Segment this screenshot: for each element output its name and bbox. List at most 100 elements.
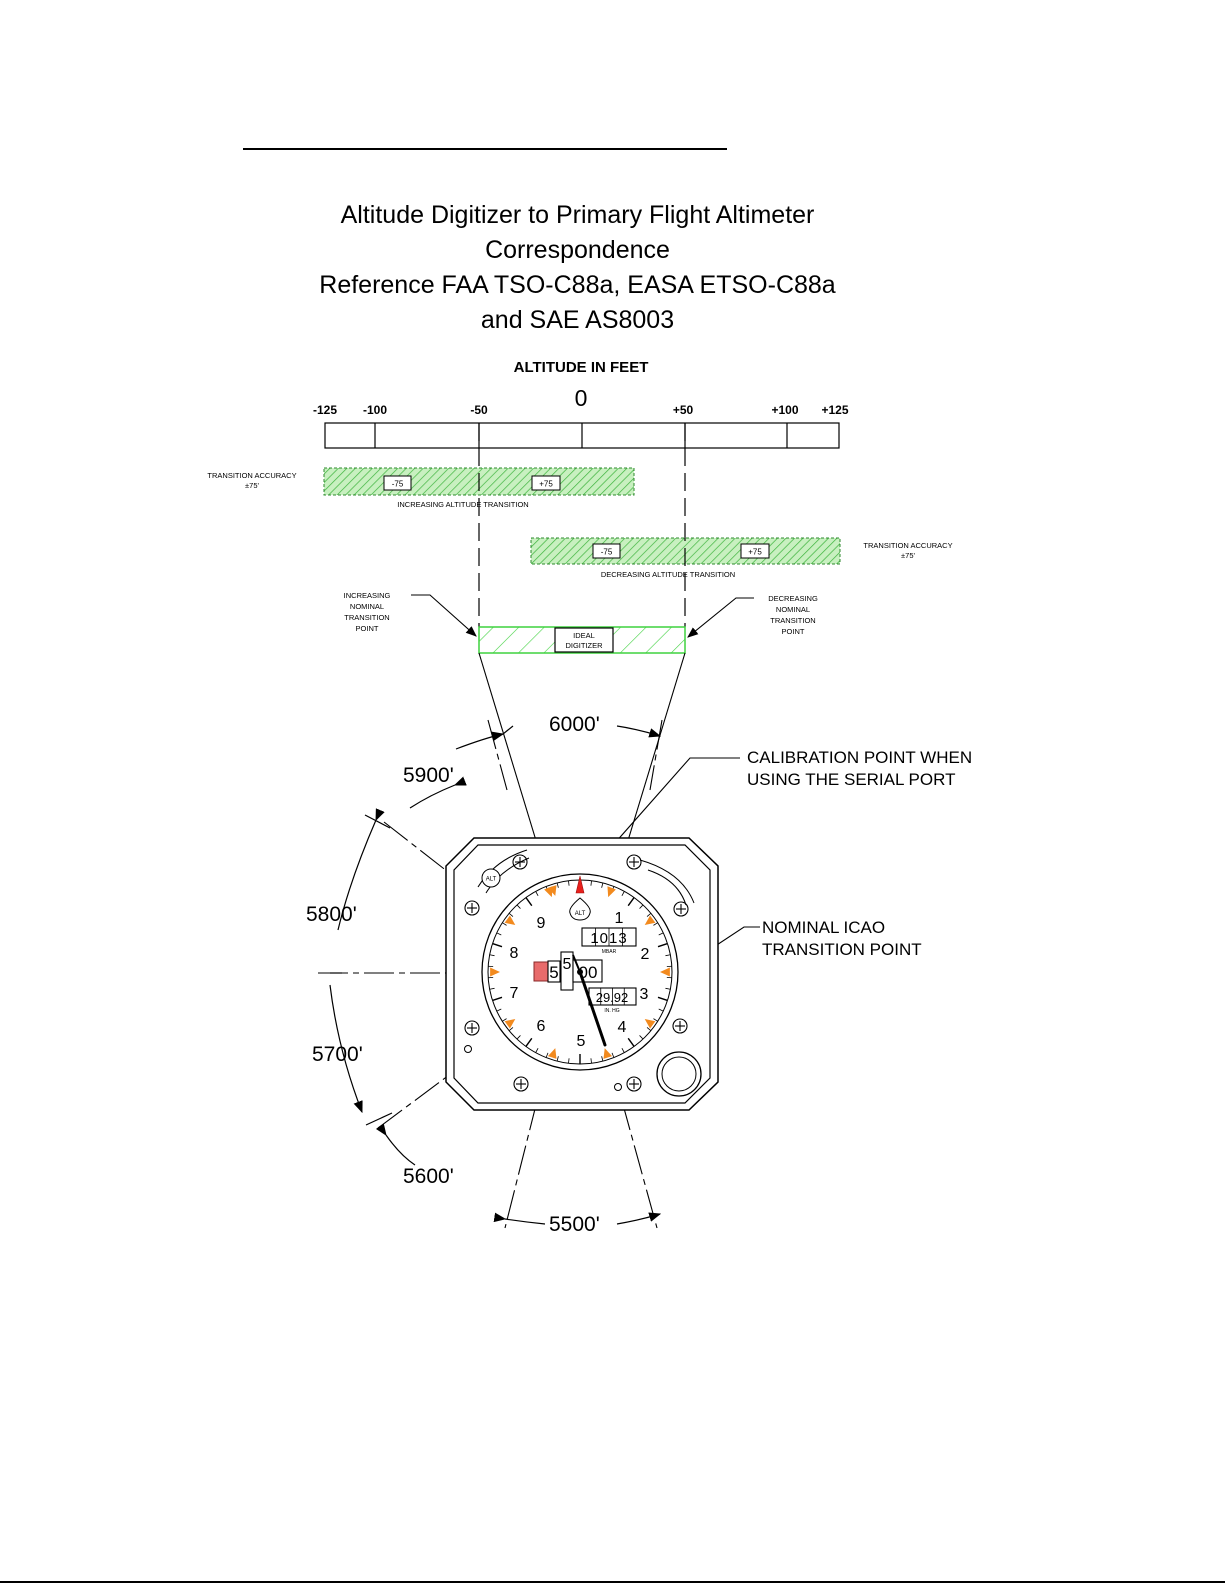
counter-thousands-window bbox=[547, 960, 561, 983]
alt-arc-left-inner bbox=[485, 857, 530, 894]
orange-pointer-icon bbox=[490, 967, 500, 977]
alt-teardrop-label: ALT bbox=[575, 911, 586, 917]
tick-label-plus-50: +50 bbox=[673, 403, 694, 417]
dial-tick bbox=[601, 1056, 604, 1062]
dial-tick bbox=[658, 1008, 664, 1012]
decreasing-nominal-line-1: DECREASING bbox=[768, 594, 818, 603]
bottom-rule bbox=[0, 1581, 1225, 1583]
alt-badge-left bbox=[481, 868, 501, 888]
ideal-digitizer-label-1: IDEAL bbox=[573, 631, 595, 640]
altitude-labels: 6000' 5900' 5800' 5700' 5600' 5500' bbox=[306, 713, 600, 1236]
dial-tick bbox=[646, 1027, 652, 1031]
altimeter-bezel-inner bbox=[453, 844, 711, 1104]
dial-number-5: 5 bbox=[577, 1033, 586, 1050]
altitude-scale-bar bbox=[324, 422, 840, 449]
increasing-box-plus bbox=[531, 475, 561, 491]
alt-label-5700: 5700' bbox=[312, 1043, 363, 1066]
altimeter-needle bbox=[578, 970, 607, 1047]
dial-tick bbox=[621, 1048, 625, 1053]
orange-pointer-icon bbox=[644, 1019, 656, 1029]
dial-tick bbox=[489, 987, 495, 990]
altitude-arcs bbox=[329, 725, 662, 1225]
decreasing-box-minus bbox=[592, 543, 621, 559]
increasing-nominal-note: INCREASING NOMINAL TRANSITION POINT bbox=[344, 591, 391, 633]
tick-label-minus-50: -50 bbox=[470, 403, 488, 417]
title-line-2: Correspondence bbox=[485, 236, 670, 264]
alt-badge-left-label: ALT bbox=[486, 877, 497, 883]
screw-icon bbox=[673, 901, 689, 917]
decreasing-box-minus-label: -75 bbox=[601, 548, 613, 557]
baro-knob-inner bbox=[661, 1056, 697, 1092]
scale-heading: ALTITUDE IN FEET bbox=[514, 359, 649, 376]
dial-number-3: 3 bbox=[640, 986, 649, 1003]
dial-tick bbox=[535, 891, 539, 896]
dial-number-1: 1 bbox=[615, 910, 624, 927]
decreasing-box-plus-label: +75 bbox=[748, 548, 762, 557]
title-line-3: Reference FAA TSO-C88a, EASA ETSO-C88a bbox=[319, 271, 836, 299]
icao-callout-line-2: TRANSITION POINT bbox=[762, 940, 922, 959]
calibration-callout-line-2: USING THE SERIAL PORT bbox=[747, 770, 955, 789]
dial-tick bbox=[590, 1058, 592, 1064]
screw-icon bbox=[672, 1018, 688, 1034]
tick-label-plus-125: +125 bbox=[821, 403, 848, 417]
increasing-accuracy-note-2: ±75' bbox=[245, 481, 259, 490]
alt-arc-right-outer bbox=[639, 859, 695, 904]
decreasing-nominal-leader bbox=[687, 597, 754, 638]
mbar-value: 1013 bbox=[590, 930, 627, 947]
dial-tick bbox=[502, 1018, 507, 1022]
orange-pointer-icon bbox=[607, 886, 616, 898]
counter-hundreds: 5 bbox=[563, 956, 572, 973]
increasing-nominal-line-2: NOMINAL bbox=[350, 602, 384, 611]
decreasing-nominal-note: DECREASING NOMINAL TRANSITION POINT bbox=[768, 594, 818, 636]
mbar-cells bbox=[595, 928, 623, 946]
orange-pointer-icon bbox=[644, 915, 656, 925]
dial-tick bbox=[492, 996, 503, 1002]
alt-teardrop-badge bbox=[569, 897, 591, 921]
dial-tick bbox=[516, 904, 521, 909]
dial-tick bbox=[556, 1056, 559, 1062]
tick-label-plus-100: +100 bbox=[771, 403, 798, 417]
dial-tick bbox=[496, 1008, 502, 1012]
dial-tick bbox=[556, 882, 559, 888]
needle-hub bbox=[577, 969, 583, 975]
dial-tick bbox=[639, 1035, 644, 1040]
dial-tick bbox=[658, 932, 664, 936]
dial-tick bbox=[627, 1037, 635, 1047]
alt-label-5500: 5500' bbox=[549, 1213, 600, 1236]
increasing-nominal-line-3: TRANSITION bbox=[344, 613, 389, 622]
dial-tick bbox=[535, 1048, 539, 1053]
scale-zero-label: 0 bbox=[575, 385, 588, 411]
dial-tick bbox=[568, 1058, 570, 1064]
increasing-nominal-leader bbox=[411, 594, 477, 637]
dial-numbers: 9 1 8 2 7 3 6 4 5 bbox=[510, 910, 650, 1050]
small-hole-bottom bbox=[614, 1083, 622, 1091]
orange-pointer-icon bbox=[660, 967, 670, 977]
dial-number-8: 8 bbox=[510, 945, 519, 962]
mounting-screws bbox=[464, 854, 689, 1092]
dial-orange-pointers bbox=[490, 885, 670, 1059]
dial-number-2: 2 bbox=[641, 946, 650, 963]
alt-label-5800: 5800' bbox=[306, 903, 357, 926]
alt-label-5900: 5900' bbox=[403, 764, 454, 787]
title-block: Altitude Digitizer to Primary Flight Alt… bbox=[0, 198, 1155, 338]
dial-tick bbox=[646, 913, 652, 917]
increasing-box-plus-label: +75 bbox=[539, 480, 553, 489]
dial-tick bbox=[492, 942, 503, 948]
tick-label-minus-100: -100 bbox=[363, 403, 387, 417]
increasing-box-minus-label: -75 bbox=[392, 480, 404, 489]
calibration-index-icon bbox=[575, 875, 585, 894]
increasing-nominal-line-1: INCREASING bbox=[344, 591, 391, 600]
dial-tick bbox=[516, 1035, 521, 1040]
dial-tick bbox=[508, 913, 514, 917]
orange-pointer-icon bbox=[547, 1048, 557, 1059]
orange-pointer-icon bbox=[504, 1019, 516, 1029]
orange-pointer-icon bbox=[504, 915, 516, 925]
altimeter-needle-tail bbox=[572, 954, 581, 973]
decreasing-band-label: DECREASING ALTITUDE TRANSITION bbox=[601, 570, 735, 579]
dial-tick bbox=[496, 932, 502, 936]
alt-arc-left bbox=[477, 849, 528, 888]
altimeter-instrument: ALT 9 1 8 2 7 3 6 4 5 ALT 1013 MBAR bbox=[445, 837, 719, 1111]
counter-red-block bbox=[533, 961, 549, 982]
title-line-1: Altitude Digitizer to Primary Flight Alt… bbox=[340, 201, 815, 229]
